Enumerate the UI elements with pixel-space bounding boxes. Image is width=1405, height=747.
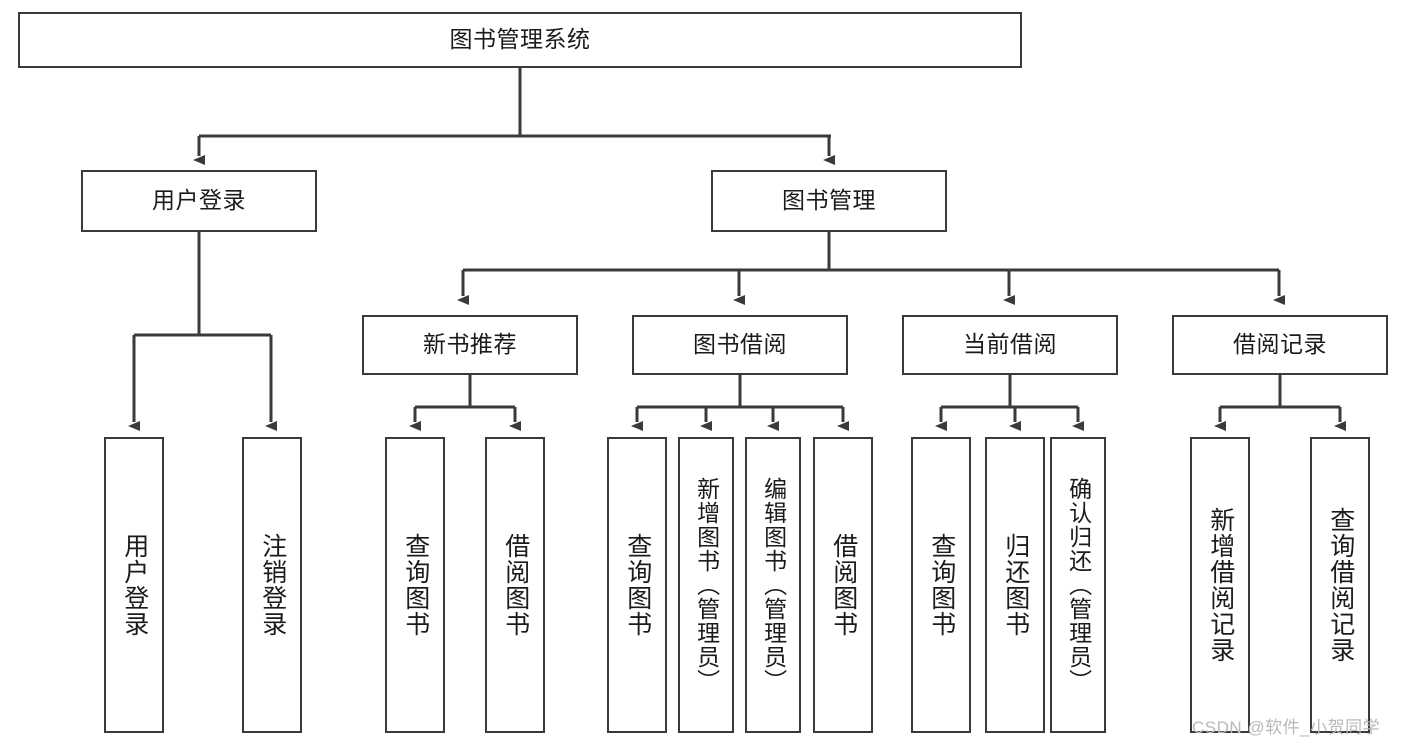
node-label: 新书推荐 [423,331,517,358]
node-label: 查询图书 [401,533,430,637]
node-label: 注销登录 [258,533,287,637]
node-user-login[interactable]: 用户登录 [81,170,317,232]
leaf-add-book-admin[interactable]: 新增图书（管理员） [678,437,734,733]
node-label: 用户登录 [120,533,149,637]
node-label: 新增图书（管理员） [693,477,720,693]
leaf-logout[interactable]: 注销登录 [242,437,302,733]
node-label: 图书管理系统 [449,26,591,53]
node-new-book-recommend[interactable]: 新书推荐 [362,315,578,375]
leaf-user-login[interactable]: 用户登录 [104,437,164,733]
node-label: 借阅图书 [501,533,530,637]
leaf-borrow-books-recommend[interactable]: 借阅图书 [485,437,545,733]
watermark: CSDN @软件_小贺同学 [1192,718,1381,737]
node-label: 当前借阅 [963,331,1057,358]
leaf-confirm-return-admin[interactable]: 确认归还（管理员） [1050,437,1106,733]
leaf-add-borrow-record[interactable]: 新增借阅记录 [1190,437,1250,733]
node-label: 编辑图书（管理员） [760,477,787,693]
node-label: 查询图书 [927,533,956,637]
node-label: 归还图书 [1001,533,1030,637]
node-label: 图书借阅 [693,331,787,358]
node-borrow-record[interactable]: 借阅记录 [1172,315,1388,375]
leaf-return-books[interactable]: 归还图书 [985,437,1045,733]
leaf-query-books-borrow[interactable]: 查询图书 [607,437,667,733]
node-book-borrow[interactable]: 图书借阅 [632,315,848,375]
node-current-borrow[interactable]: 当前借阅 [902,315,1118,375]
node-root[interactable]: 图书管理系统 [18,12,1022,68]
leaf-query-books-recommend[interactable]: 查询图书 [385,437,445,733]
leaf-query-borrow-record[interactable]: 查询借阅记录 [1310,437,1370,733]
node-label: 图书管理 [782,187,876,214]
node-book-management[interactable]: 图书管理 [711,170,947,232]
leaf-borrow-books[interactable]: 借阅图书 [813,437,873,733]
node-label: 借阅图书 [829,533,858,637]
leaf-edit-book-admin[interactable]: 编辑图书（管理员） [745,437,801,733]
leaf-query-books-current[interactable]: 查询图书 [911,437,971,733]
node-label: 查询借阅记录 [1326,507,1355,663]
node-label: 新增借阅记录 [1206,507,1235,663]
node-label: 借阅记录 [1233,331,1327,358]
node-label: 用户登录 [152,187,246,214]
node-label: 查询图书 [623,533,652,637]
node-label: 确认归还（管理员） [1065,477,1092,693]
